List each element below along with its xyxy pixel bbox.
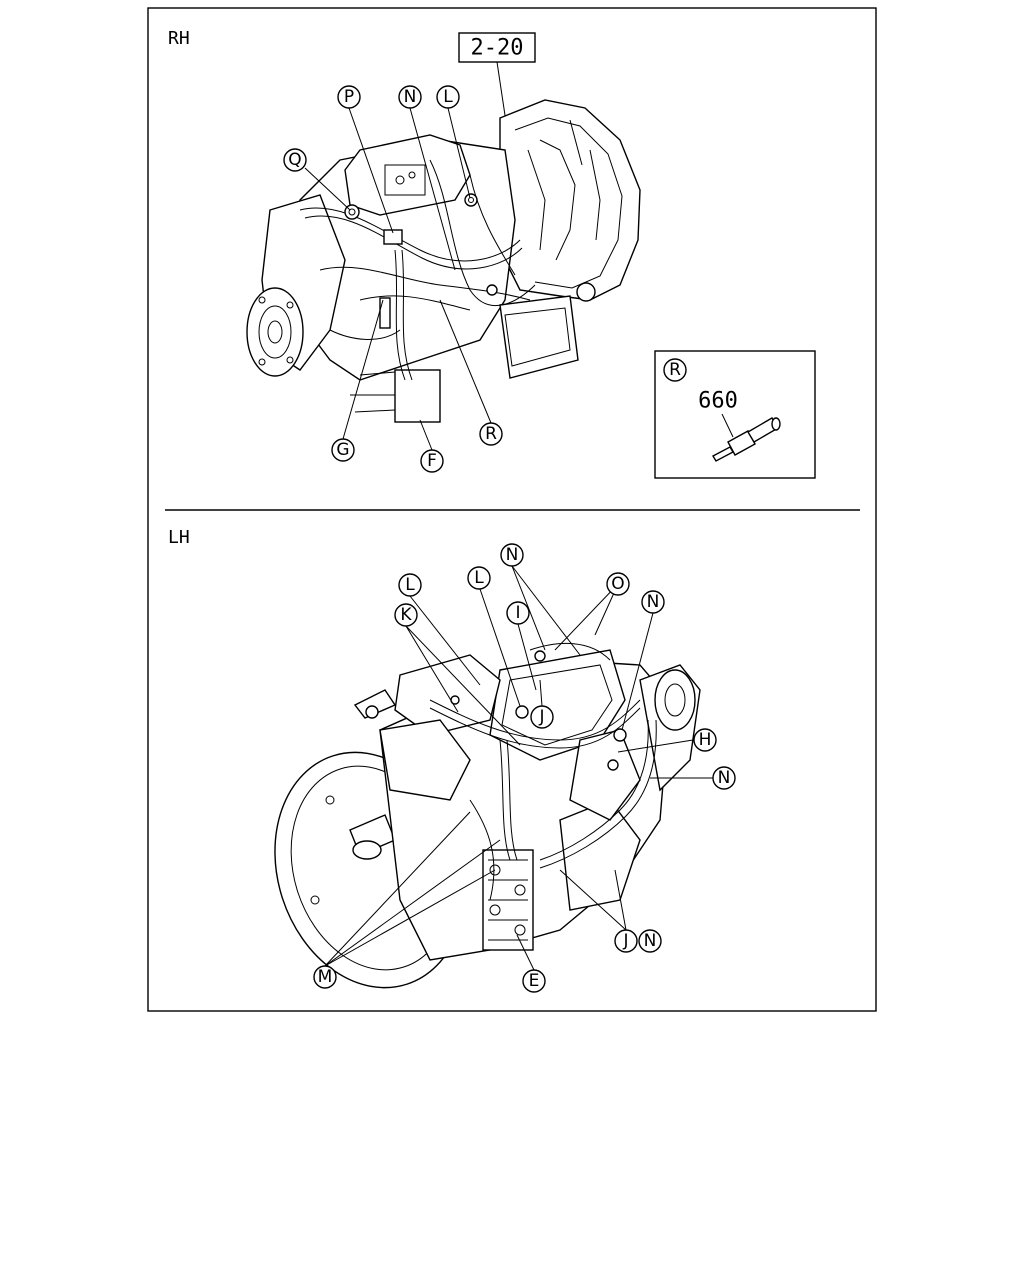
callout-f-label: F bbox=[427, 451, 437, 471]
lh-callout-n-bottom-label: N bbox=[644, 931, 657, 951]
lh-callout-l-1[interactable]: L bbox=[398, 573, 422, 597]
lh-callout-l-1-label: L bbox=[405, 575, 415, 595]
lh-callout-o-label: O bbox=[611, 574, 624, 594]
lh-callout-o[interactable]: O bbox=[606, 572, 630, 596]
lh-callout-n-side[interactable]: N bbox=[712, 766, 736, 790]
lh-callout-m[interactable]: M bbox=[313, 965, 337, 989]
part-number-660: 660 bbox=[698, 389, 738, 414]
lh-callout-h-label: H bbox=[699, 730, 712, 750]
lh-callout-j-bottom[interactable]: J bbox=[614, 929, 638, 953]
callout-f[interactable]: F bbox=[420, 449, 444, 473]
rh-transmission-illustration bbox=[246, 99, 641, 423]
lh-callout-m-label: M bbox=[318, 967, 333, 987]
lh-callout-l-2-label: L bbox=[474, 568, 484, 588]
lh-callout-k-label: K bbox=[400, 605, 412, 625]
rh-leader-lines bbox=[304, 107, 492, 451]
lh-callout-k[interactable]: K bbox=[394, 603, 418, 627]
fitting-part-icon bbox=[712, 417, 781, 462]
callout-q-label: Q bbox=[288, 150, 301, 170]
lh-callout-e[interactable]: E bbox=[522, 969, 546, 993]
inset-r-660: R 660 bbox=[654, 350, 816, 479]
lh-callout-e-label: E bbox=[529, 971, 540, 991]
lh-callout-n-right[interactable]: N bbox=[641, 590, 665, 614]
lh-callout-h[interactable]: H bbox=[693, 728, 717, 752]
callout-g-label: G bbox=[336, 440, 349, 460]
callout-r-label: R bbox=[485, 424, 497, 444]
lh-transmission-illustration bbox=[274, 642, 701, 989]
lh-callout-n-bottom[interactable]: N bbox=[638, 929, 662, 953]
callout-n-label: N bbox=[404, 87, 417, 107]
lh-callout-i-label: I bbox=[515, 603, 520, 623]
callout-l[interactable]: L bbox=[436, 85, 460, 109]
lh-callout-n-top[interactable]: N bbox=[500, 543, 524, 567]
callout-g[interactable]: G bbox=[331, 438, 355, 462]
callout-p[interactable]: P bbox=[337, 85, 361, 109]
callout-n[interactable]: N bbox=[398, 85, 422, 109]
rh-section-label: RH bbox=[168, 28, 190, 49]
lh-callout-j-bottom-label: J bbox=[622, 931, 628, 951]
lh-section-label: LH bbox=[168, 527, 190, 548]
lh-callout-j-center[interactable]: J bbox=[530, 705, 554, 729]
lh-leader-lines bbox=[324, 565, 713, 971]
lh-callout-n-right-label: N bbox=[647, 592, 660, 612]
lh-callout-i[interactable]: I bbox=[506, 601, 530, 625]
diagram-frame bbox=[147, 7, 877, 1012]
reference-number: 2-20 bbox=[471, 36, 524, 61]
lh-callout-n-top-label: N bbox=[506, 545, 519, 565]
callout-l-label: L bbox=[443, 87, 453, 107]
callout-q[interactable]: Q bbox=[283, 148, 307, 172]
lh-callout-l-2[interactable]: L bbox=[467, 566, 491, 590]
inset-callout-r[interactable]: R bbox=[663, 358, 687, 382]
callout-p-label: P bbox=[344, 87, 354, 107]
lh-callout-j-center-label: J bbox=[538, 707, 544, 727]
inset-callout-r-label: R bbox=[669, 360, 681, 380]
reference-box[interactable]: 2-20 bbox=[458, 32, 536, 63]
callout-r[interactable]: R bbox=[479, 422, 503, 446]
lh-callout-n-side-label: N bbox=[718, 768, 731, 788]
